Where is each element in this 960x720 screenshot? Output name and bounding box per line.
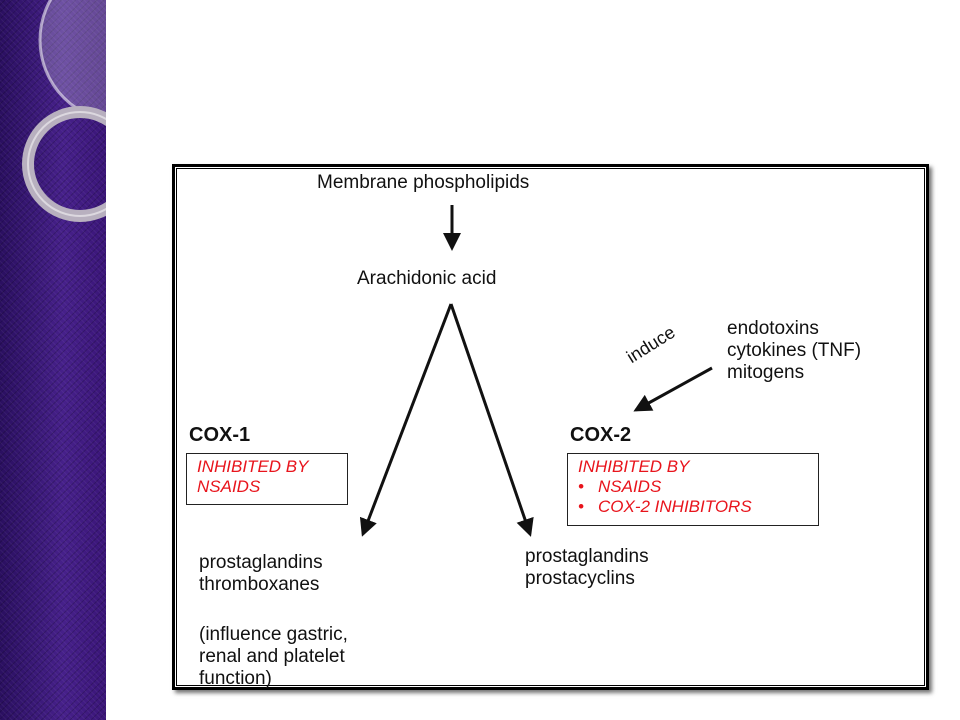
inducer-cytokines: cytokines (TNF) — [727, 340, 862, 361]
cox2-product-prostacyclins: prostacyclins — [525, 568, 635, 589]
cox1-product-thromboxanes: thromboxanes — [199, 574, 320, 595]
arrow-arachidonic-to-cox1-products — [359, 303, 453, 537]
cox1-inhibited-by-title: INHIBITED BY — [197, 457, 309, 476]
cox2-inhibited-by-title: INHIBITED BY — [578, 457, 690, 476]
inducer-endotoxins: endotoxins — [727, 318, 819, 339]
cox2-inhibitor-nsaids: NSAIDS — [598, 477, 662, 496]
decorative-rings — [22, 0, 106, 222]
cox2-inhibitor-item: • COX-2 INHIBITORS — [578, 497, 810, 517]
cox2-product-prostaglandins: prostaglandins — [525, 546, 649, 567]
cox1-inhibitor-box: INHIBITED BY NSAIDS — [186, 453, 348, 505]
cox1-note-line-3: function) — [199, 668, 272, 689]
cox1-title: COX-1 — [189, 424, 251, 446]
cox2-inhibitor-box: INHIBITED BY • NSAIDS • COX-2 INHIBITORS — [567, 453, 819, 526]
membrane-phospholipids-label: Membrane phospholipids — [317, 172, 530, 193]
arrow-inducers-to-cox2 — [633, 366, 713, 412]
bullet-icon: • — [578, 497, 584, 516]
cox2-inhibitor-item: • NSAIDS — [578, 477, 810, 497]
cox2-title: COX-2 — [570, 424, 632, 446]
cox2-inhibitor-cox2-inhibitors: COX-2 INHIBITORS — [598, 497, 752, 516]
cox1-note-line-1: (influence gastric, — [199, 624, 348, 645]
arachidonic-acid-label: Arachidonic acid — [357, 268, 497, 289]
cox1-inhibitor-nsaids: NSAIDS — [197, 477, 261, 496]
cox1-product-prostaglandins: prostaglandins — [199, 552, 323, 573]
arrow-arachidonic-to-cox2-products — [449, 303, 534, 537]
diagram-frame — [172, 164, 929, 690]
inducer-mitogens: mitogens — [727, 362, 805, 383]
cox1-note-line-2: renal and platelet — [199, 646, 345, 667]
bullet-icon: • — [578, 477, 584, 496]
